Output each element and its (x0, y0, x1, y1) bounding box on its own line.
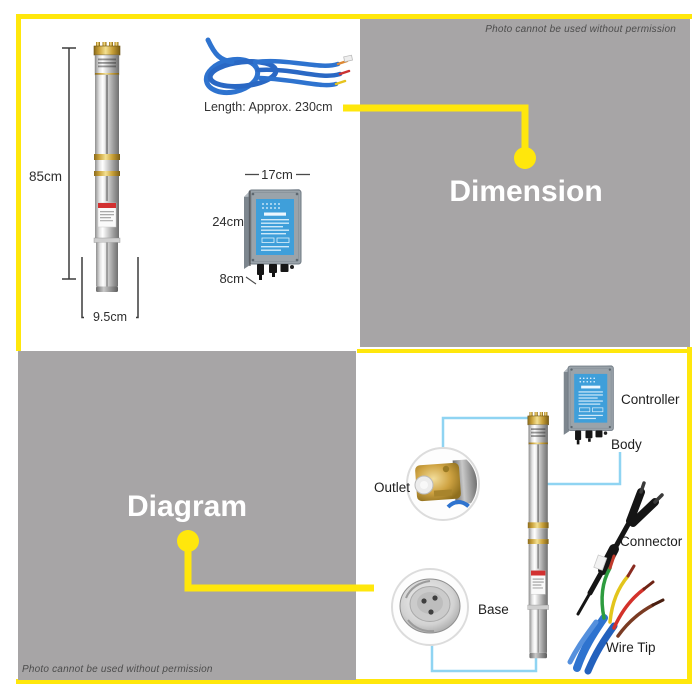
cable-length-label: Length: Approx. 230cm (204, 100, 333, 114)
part-label-controller: Controller (621, 392, 680, 407)
diagram-overlay (18, 351, 356, 680)
controller-width-label: 17cm (261, 167, 293, 182)
part-label-wire-tip: Wire Tip (606, 640, 656, 655)
diagram-title: Diagram (126, 490, 248, 523)
frame-right-bar (687, 347, 692, 684)
pump-dimension-lines (62, 47, 139, 319)
part-label-body: Body (611, 437, 642, 452)
dimension-title: Dimension (449, 175, 603, 208)
pump-photo-diagram (527, 411, 550, 659)
callout-line-base (430, 645, 538, 673)
frame-left-bar (16, 14, 21, 351)
controller-photo-dimension (243, 188, 302, 281)
watermark-bottom: Photo cannot be used without permission (22, 664, 213, 675)
outlet-inset (406, 447, 480, 521)
dimension-overlay (360, 19, 690, 347)
controller-height-label: 24cm (212, 214, 244, 229)
frame-bottom-bar (16, 679, 692, 684)
controller-depth-label: 8cm (219, 271, 244, 286)
pump-diameter-label: 9.5cm (84, 310, 136, 324)
controller-photo-diagram (563, 364, 614, 445)
frame-top-bar (16, 14, 692, 19)
watermark-top: Photo cannot be used without permission (485, 24, 676, 35)
cable-photo (203, 37, 354, 96)
base-inset (391, 568, 469, 646)
part-label-base: Base (478, 602, 509, 617)
callout-line-body (544, 452, 622, 486)
pump-photo-dimension (93, 41, 121, 293)
controller-dimension-lines (245, 173, 310, 285)
pump-height-label: 85cm (28, 169, 62, 184)
diagram-panel-top-bar (357, 349, 692, 353)
part-label-outlet: Outlet (374, 480, 411, 495)
part-label-connector: Connector (620, 534, 683, 549)
callout-line-outlet (441, 416, 531, 448)
